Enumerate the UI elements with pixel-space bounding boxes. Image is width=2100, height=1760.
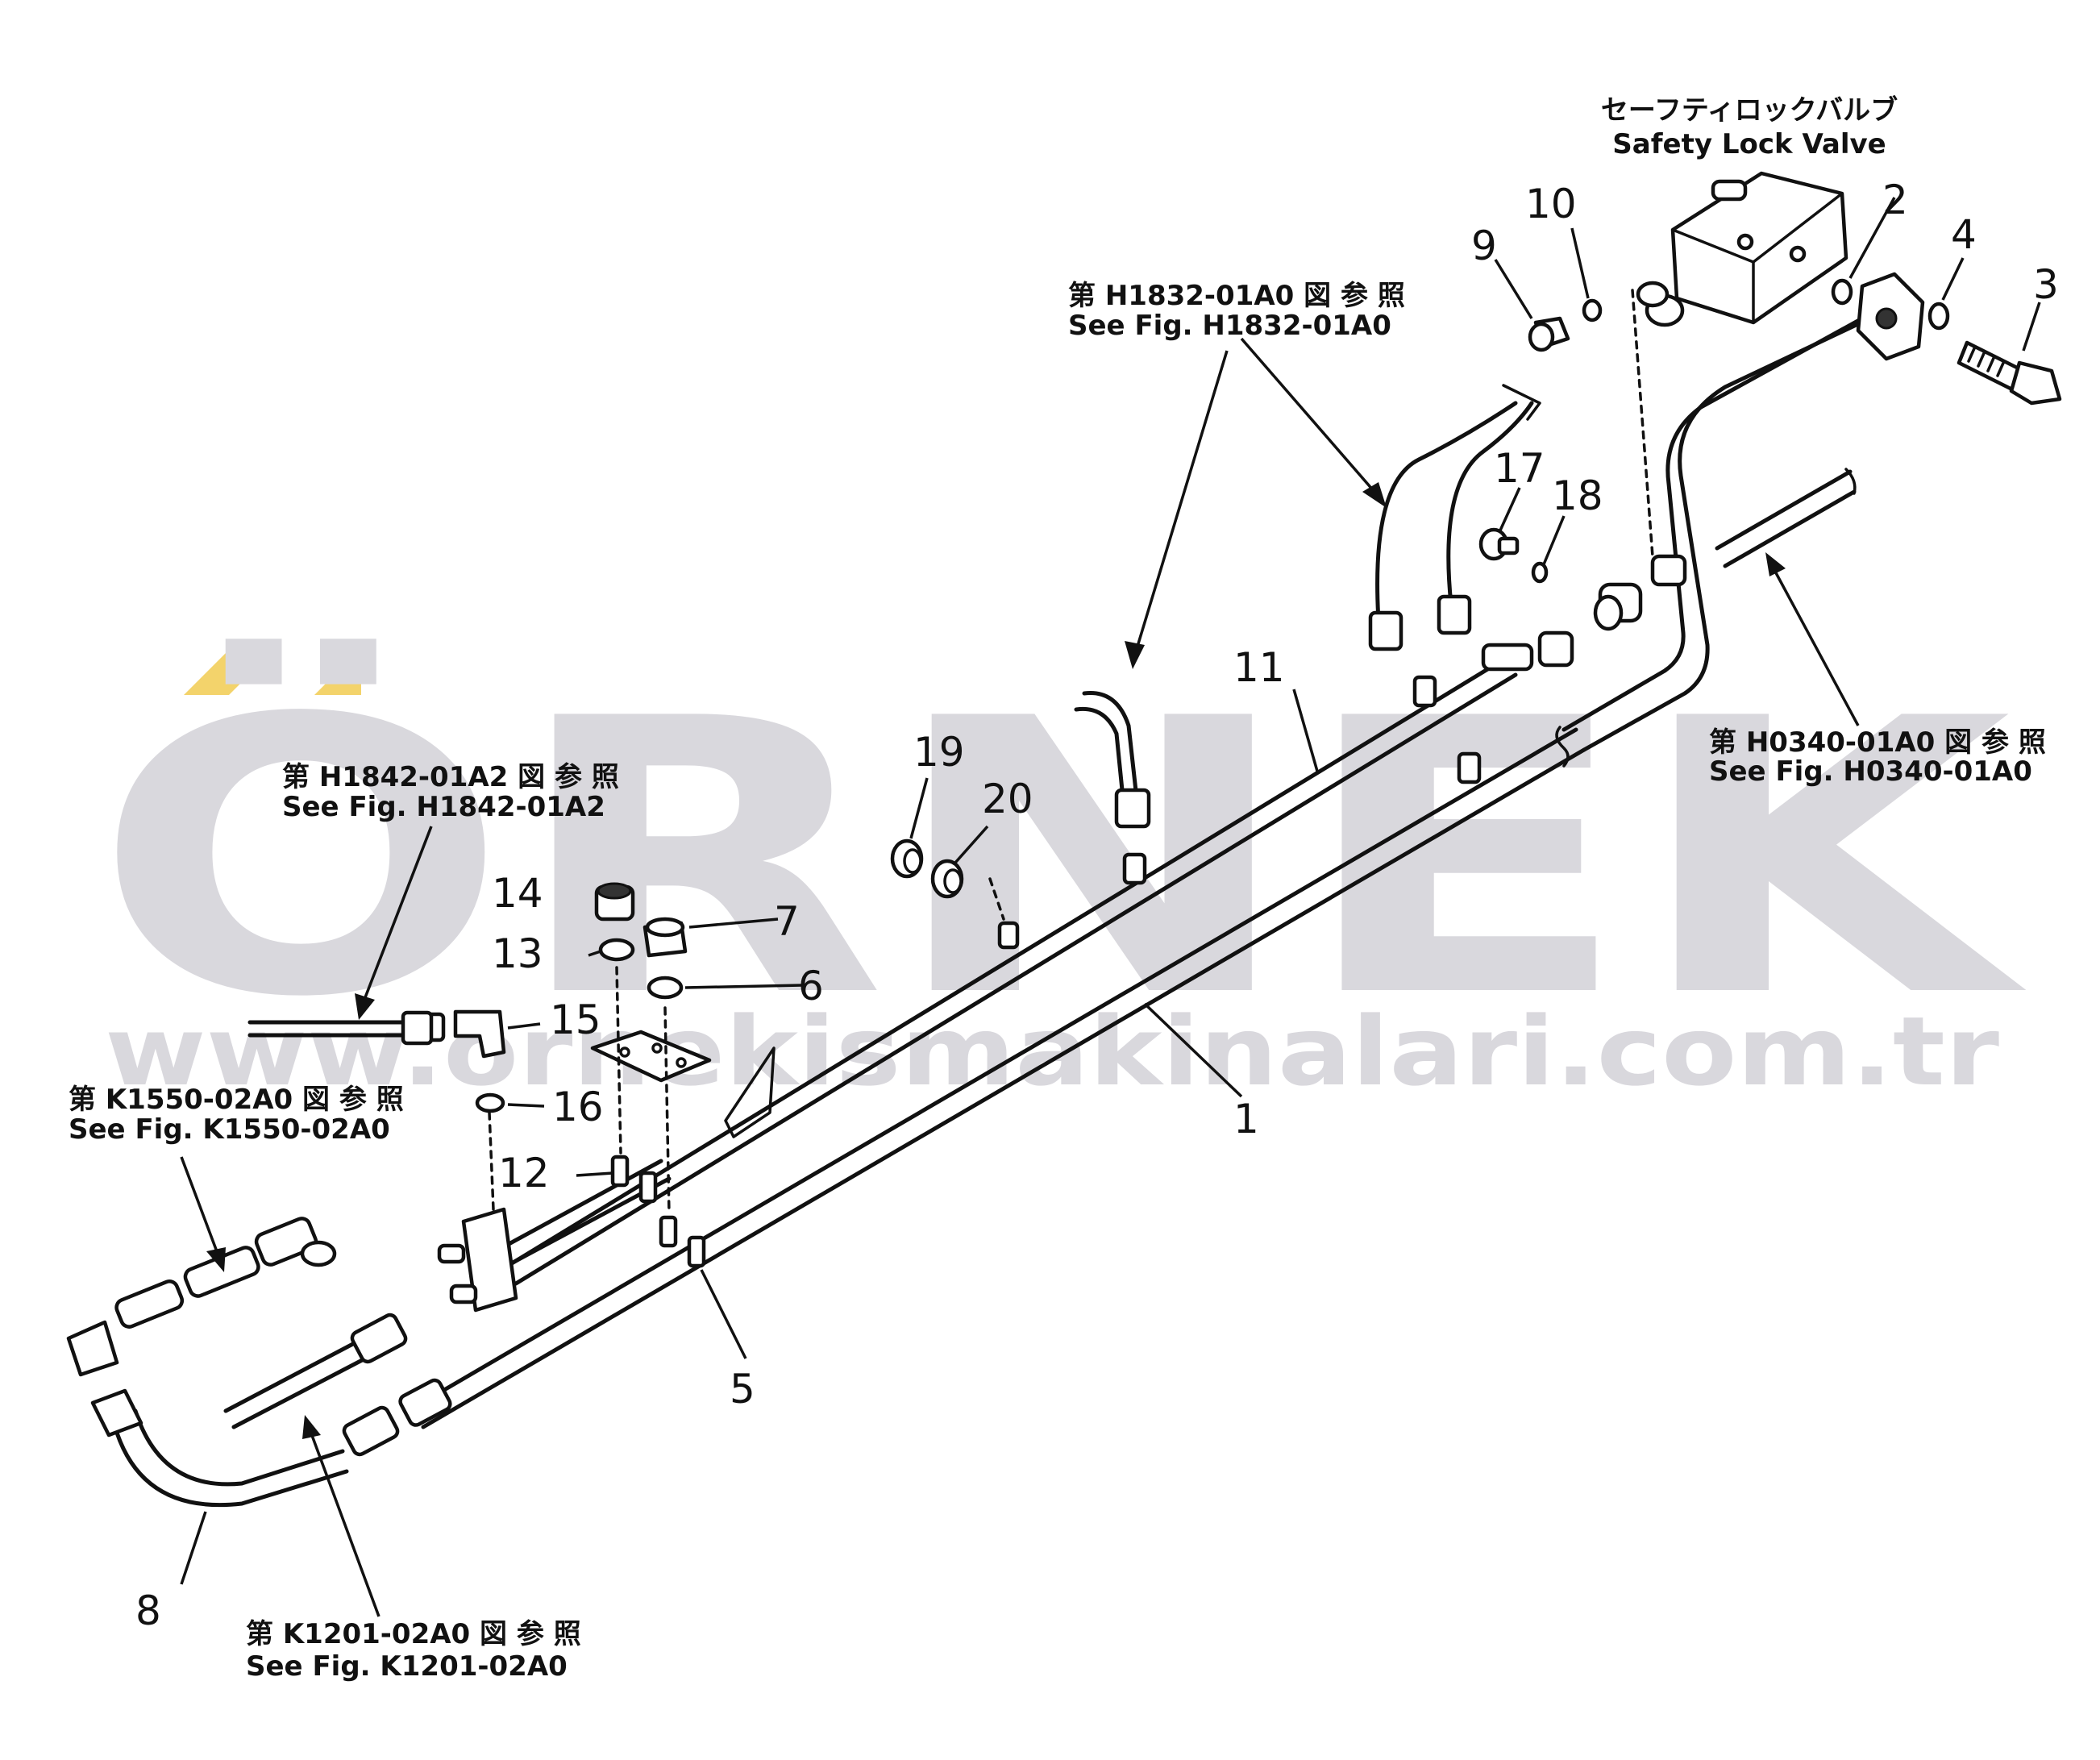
watermark-brand: ÖRNEK (93, 635, 2030, 1080)
nipple-c (1412, 675, 1437, 708)
hose-short-curved (1082, 691, 1139, 801)
part-number-5: 5 (730, 1366, 755, 1413)
caption-k1201-jp: 第 K1201-02A0 図 参 照 (246, 1618, 581, 1650)
nipple-b (1122, 852, 1147, 885)
caption-k1550-en: See Fig. K1550-02A0 (69, 1113, 390, 1146)
hose-h1832-left (1375, 401, 1518, 623)
part-number-15: 15 (550, 997, 601, 1043)
h1842-fitting (401, 1010, 434, 1046)
part-number-6: 6 (798, 963, 824, 1009)
oring-16 (475, 1092, 505, 1113)
watermark-umlaut-left (184, 651, 272, 695)
nipple-a (997, 921, 1020, 950)
part-number-16: 16 (552, 1084, 604, 1130)
pipe-11-lower-edge (514, 672, 1518, 1286)
caption-k1550-jp: 第 K1550-02A0 図 参 照 (69, 1084, 404, 1116)
part-number-17: 17 (1494, 445, 1545, 492)
nut-14 (594, 882, 635, 922)
hose-short-curved-2 (1074, 706, 1125, 801)
pipe-1-lower-edge (421, 747, 1586, 1429)
hose-end-left (1368, 610, 1403, 651)
caption-safety-lock-valve-en: Safety Lock Valve (1612, 128, 1886, 160)
cap-19 (890, 838, 924, 879)
hose-8-end (90, 1388, 143, 1438)
oring-10 (1582, 298, 1603, 322)
caption-h0340-jp: 第 H0340-01A0 図 参 照 (1709, 726, 2046, 759)
captions: セーフティロックバルブ Safety Lock Valve 第 H1832-01… (69, 94, 2046, 1683)
nipple-d (1457, 751, 1482, 784)
part-number-8: 8 (135, 1587, 161, 1634)
nut-7 (642, 917, 688, 958)
part-number-2: 2 (1882, 177, 1908, 223)
part-number-7: 7 (774, 898, 800, 945)
caption-h1842-jp: 第 H1842-01A2 図 参 照 (282, 761, 619, 793)
pipe-block-lower (481, 1159, 663, 1260)
safety-lock-valve (1636, 171, 1848, 327)
caption-h1832-jp: 第 H1832-01A0 図 参 照 (1068, 280, 1405, 312)
k1550-assembly (66, 1217, 337, 1377)
part-number-18: 18 (1552, 472, 1603, 519)
bolt-3 (1957, 340, 2062, 406)
k1201-fittings (342, 1313, 452, 1457)
watermark-umlaut-right (314, 651, 361, 695)
elbow-valve (1593, 554, 1687, 631)
hose-8-inner (133, 1408, 345, 1487)
part-number-4: 4 (1951, 211, 1977, 258)
leader-lines (180, 197, 2041, 1617)
hose-h1832-cut (1502, 384, 1541, 421)
fittings (66, 171, 2062, 1457)
cap-20 (930, 859, 964, 899)
clamp-bolt-c (687, 1235, 706, 1268)
part-number-12: 12 (498, 1150, 550, 1196)
pipe-h0340-lower (1723, 489, 1857, 568)
part-number-19: 19 (913, 729, 965, 776)
hose-end-right (1437, 594, 1472, 635)
caption-safety-lock-valve-jp: セーフティロックバルブ (1601, 94, 1898, 127)
part-numbers: 1 2 3 4 5 6 7 8 9 10 11 12 13 14 15 16 1… (135, 177, 2059, 1634)
part-number-1: 1 (1233, 1096, 1259, 1142)
plug-9 (1528, 316, 1570, 352)
caption-h0340-en: See Fig. H0340-01A0 (1709, 755, 2032, 788)
clamp-bolt-b (659, 1215, 678, 1248)
caption-k1201-en: See Fig. K1201-02A0 (246, 1650, 568, 1683)
tee-fitting (1481, 630, 1574, 672)
hose-end-short (1114, 788, 1151, 829)
oring-18 (1531, 561, 1549, 584)
junction-block (437, 1207, 518, 1313)
clamp-bolt-a (638, 1171, 658, 1204)
clamp-plate (590, 1030, 712, 1083)
washer-13 (598, 938, 635, 962)
plug-17 (1478, 527, 1520, 561)
caption-h1842-en: See Fig. H1842-01A2 (282, 791, 605, 823)
pipe-to-valve-outer (1582, 312, 1881, 752)
pipe-to-valve-inner (1561, 316, 1865, 732)
clamp-bolt-12 (610, 1155, 630, 1188)
caption-h1832-en: See Fig. H1832-01A0 (1068, 310, 1391, 342)
part-number-9: 9 (1471, 223, 1497, 269)
oring-2 (1831, 278, 1853, 306)
hose-8-outer (110, 1417, 349, 1508)
hose-h1832-right (1446, 401, 1534, 607)
flange-fitting (1856, 272, 1925, 361)
pipe-h0340-upper (1715, 469, 1853, 551)
pipe-assembly (110, 312, 1881, 1508)
pipe-11-upper-edge (505, 655, 1510, 1268)
part-number-20: 20 (982, 776, 1033, 822)
part-number-13: 13 (492, 930, 543, 977)
pipe-1-upper-edge (413, 727, 1578, 1409)
pipe-1-break (1555, 726, 1570, 768)
pipe-h0340-end (1844, 468, 1857, 495)
part-number-11: 11 (1233, 644, 1285, 691)
part-number-14: 14 (492, 870, 543, 917)
hose-k1201-lower (231, 1346, 388, 1429)
oring-4 (1927, 302, 1950, 331)
part-number-3: 3 (2033, 261, 2059, 308)
part-number-10: 10 (1525, 181, 1577, 227)
washer-6 (647, 976, 684, 1000)
bracket (724, 1046, 776, 1138)
